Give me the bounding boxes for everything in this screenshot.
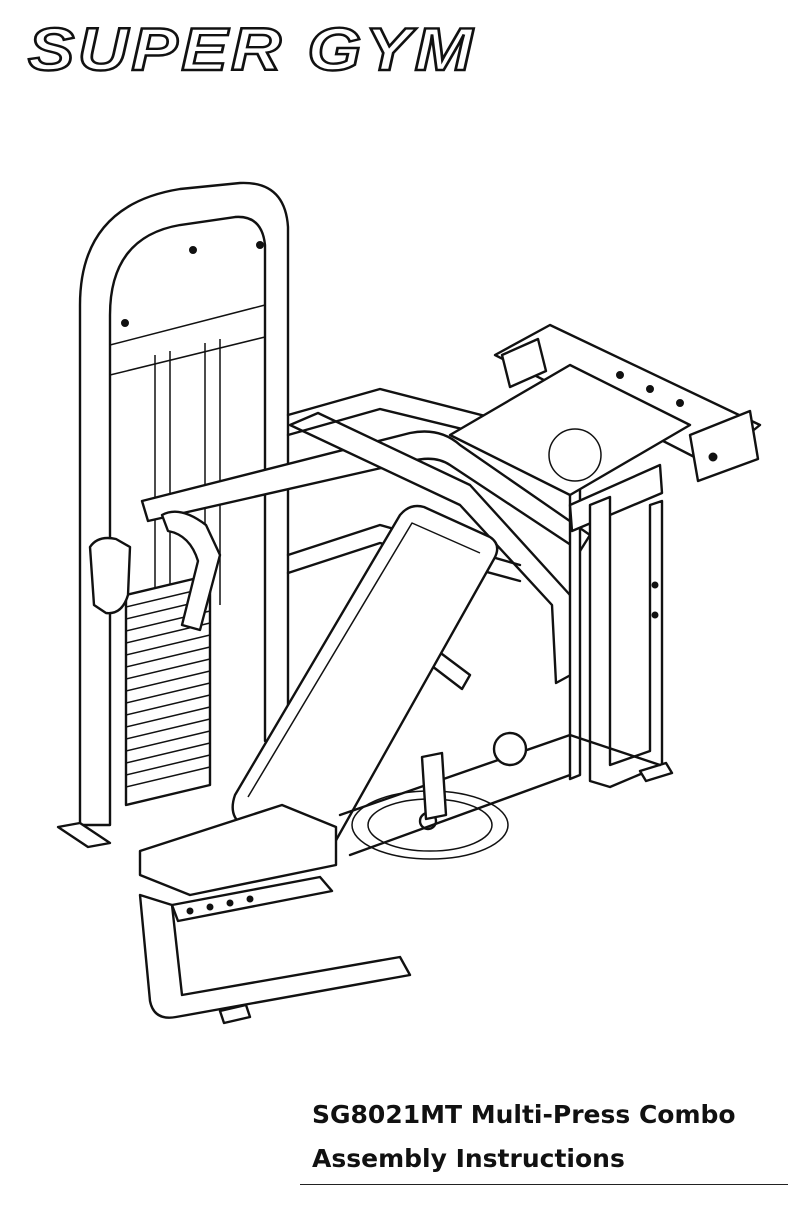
- brand-logo: SUPER GYM: [22, 18, 482, 82]
- model-title: SG8021MT Multi-Press Combo: [312, 1093, 792, 1137]
- base-and-seat: [140, 733, 660, 1023]
- subtitle: Assembly Instructions: [312, 1137, 792, 1181]
- title-underline: [300, 1184, 788, 1185]
- side-frame: [590, 497, 672, 787]
- multi-press-machine-illustration: [50, 175, 770, 1035]
- brand-wordmark: SUPER GYM: [28, 18, 476, 82]
- document-title-block: SG8021MT Multi-Press Combo Assembly Inst…: [312, 1093, 792, 1181]
